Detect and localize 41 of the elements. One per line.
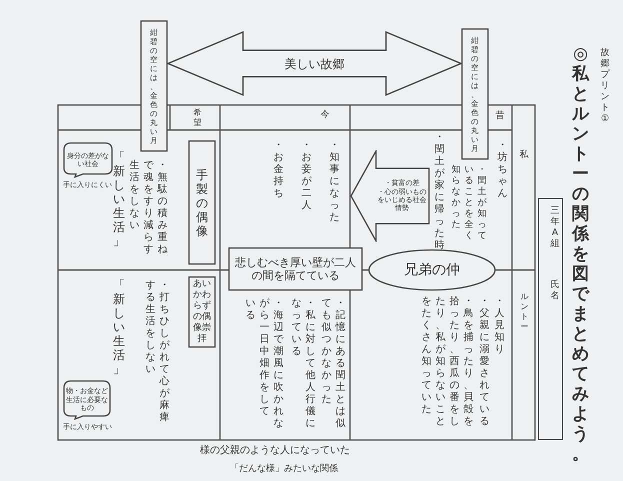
handwritten-note: ・お金持ち — [273, 140, 284, 200]
text-box — [228, 247, 363, 291]
handwritten-note: 「新しい生活」 — [112, 278, 126, 376]
handwritten-note: 「だんな様」みたいな関係 — [230, 462, 339, 475]
handwritten-note: ・記憶にある閏土とは似ても似つかなかった — [321, 298, 346, 430]
text-box — [188, 140, 216, 265]
handwritten-note: ・鳥を捕ったり、貝殻を拾ったり、西瓜の番をしたり、私が知らないことをたくさん知っていた — [421, 296, 474, 428]
handwritten-note: 様の父親のような人になっていた — [200, 444, 351, 457]
handwritten-note: ・打ちひしがれて心が麻痺する生活をしない — [145, 280, 170, 424]
row-header: 私 — [519, 150, 529, 161]
text-box — [140, 20, 168, 152]
node-text: 悲しむべき厚い壁が二人の間を隔てている — [234, 256, 357, 282]
handwritten-note: ・人見知り — [494, 296, 505, 356]
column-header: 今 — [320, 108, 330, 121]
row-header: ルントー — [520, 292, 529, 332]
ellipse-node — [368, 249, 496, 291]
column-header: 希望 — [193, 108, 202, 128]
speech-bubble — [63, 380, 111, 420]
handwritten-note: ・閏土が知っていることを全く知らなかった — [451, 165, 487, 242]
double-arrow — [166, 30, 463, 96]
text-box — [461, 28, 489, 160]
handwritten-note: ・坊ちゃん — [497, 140, 508, 200]
node-text: 兄弟の仲 — [404, 262, 460, 278]
handwritten-note: ・私に対して他人行儀になっている — [291, 298, 316, 430]
text-box — [188, 276, 216, 348]
field-label: 三年A組 — [550, 206, 560, 250]
handwritten-note: ・海辺で潮風に吹かれながら一日中畑作をしている — [245, 298, 284, 430]
handwritten-note: ・お妾が二人 — [301, 140, 312, 212]
node-text: あいかわらずの偶像崇拝 — [192, 279, 212, 345]
handwritten-note: ・父親に溺愛されている — [479, 296, 490, 428]
speech-bubble — [63, 142, 113, 178]
handwritten-note: ・閏土が家に帰った時 — [434, 132, 445, 252]
field-label: 氏名 — [550, 280, 560, 302]
handwritten-note: 「新しい生活」 — [112, 150, 126, 248]
handwritten-note: ・無駄の積み重ねで魂をすり減らす生活をしない — [129, 160, 168, 256]
arrow-shape — [350, 150, 430, 242]
header-note: 故郷プリント① — [600, 48, 610, 125]
column-header: 昔 — [494, 110, 506, 122]
handwritten-note: ・知事になった — [329, 140, 340, 224]
worksheet-title: ◎私とルントーの関係を図でまとめてみよう。 — [571, 44, 590, 464]
node-text: 手製の偶像 — [195, 168, 209, 238]
